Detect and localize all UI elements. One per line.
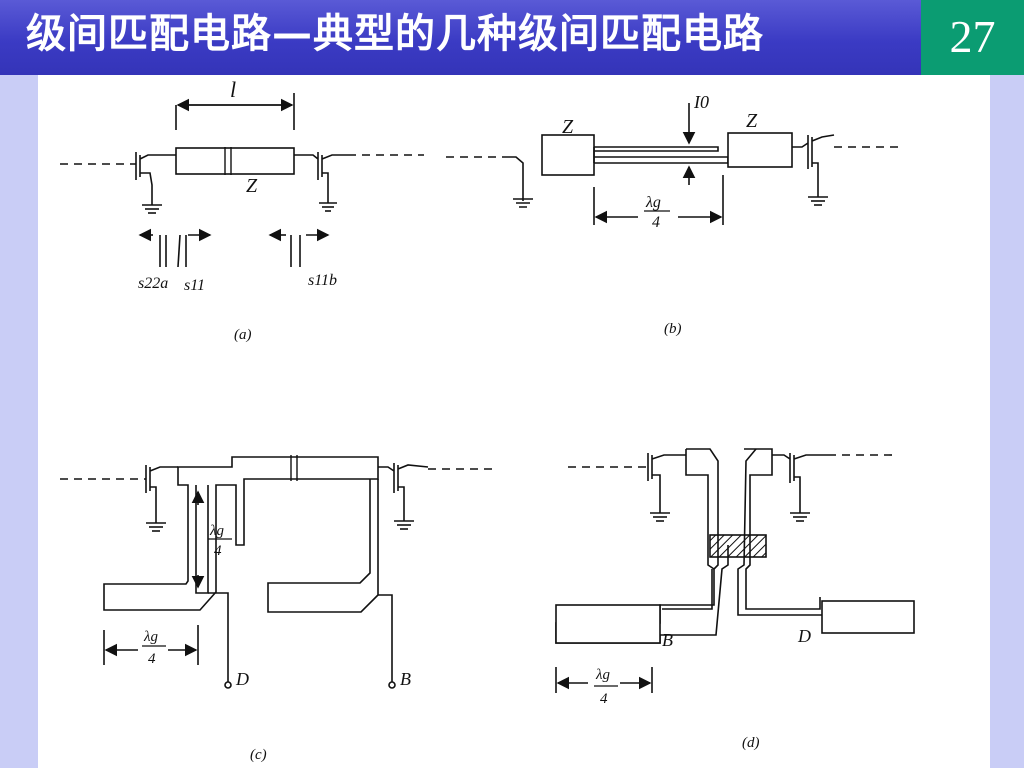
z-right-label-b: Z <box>746 110 758 132</box>
page-number: 27 <box>949 11 996 62</box>
stub-den-c: 4 <box>214 543 222 559</box>
diagram-a <box>60 93 424 268</box>
page-number-box: 27 <box>921 0 1024 75</box>
title-bar: 级间匹配电路—典型的几种级间匹配电路 <box>0 0 921 75</box>
impedance-label-a: Z <box>246 175 258 197</box>
length-label-a: l <box>230 77 236 102</box>
diagram-c <box>60 455 498 689</box>
dim-num-c: λg <box>143 629 158 645</box>
port-d-label-c: D <box>235 669 249 689</box>
s11-label: s11 <box>184 277 205 294</box>
port-d-label-d: D <box>797 626 811 646</box>
caption-b: (b) <box>664 321 682 337</box>
dim-den-d: 4 <box>600 691 608 707</box>
bias-label-b: I0 <box>693 92 709 112</box>
s22a-label: s22a <box>138 275 168 292</box>
port-b-label-c: B <box>400 669 411 689</box>
dim-den-c: 4 <box>148 651 156 667</box>
caption-a: (a) <box>234 327 252 343</box>
caption-c: (c) <box>250 747 267 763</box>
lambda-num-b: λg <box>645 194 661 211</box>
diagram-d <box>555 448 915 693</box>
diagram-b <box>446 103 898 225</box>
port-b-label-d: B <box>662 630 673 650</box>
slide-title: 级间匹配电路—典型的几种级间匹配电路 <box>26 11 764 57</box>
dim-num-d: λg <box>595 667 610 683</box>
caption-d: (d) <box>742 735 760 751</box>
circuit-figure: l Z s22a s11 s11b (a) Z Z I0 λg 4 (b) λg… <box>38 75 990 768</box>
stub-num-c: λg <box>209 523 224 539</box>
s11b-label: s11b <box>308 272 337 289</box>
circuit-diagram-svg: l Z s22a s11 s11b (a) Z Z I0 λg 4 (b) λg… <box>60 77 915 763</box>
lambda-den-b: 4 <box>652 214 660 231</box>
z-left-label-b: Z <box>562 116 574 138</box>
